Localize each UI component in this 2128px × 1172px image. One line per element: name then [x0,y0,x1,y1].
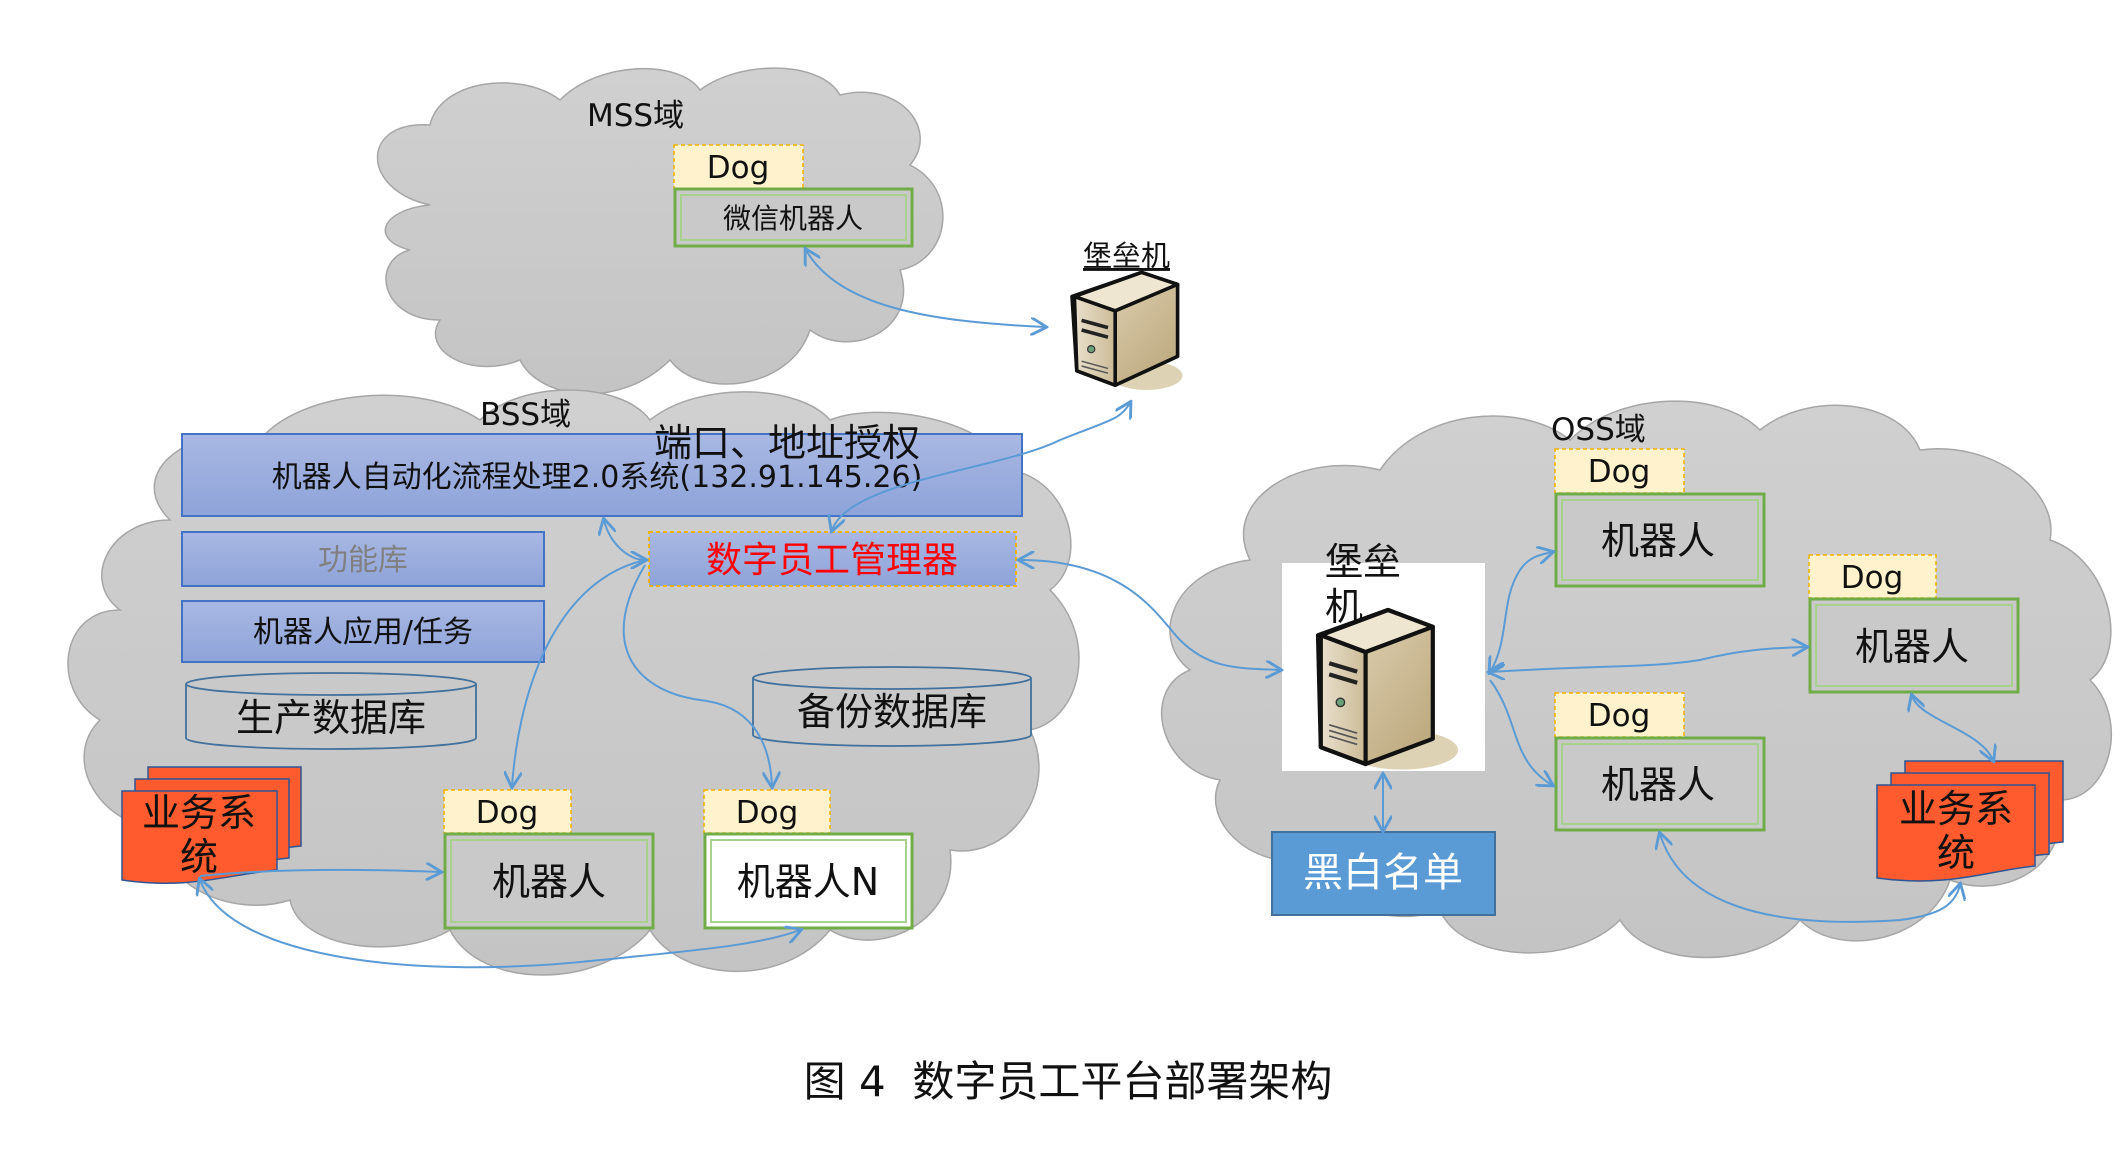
function-library-label: 功能库 [318,543,408,578]
mss-dog-label: Dog [707,150,770,186]
bss-dog-label-1: Dog [476,795,539,831]
arrow-biz-to-robotN [200,880,800,969]
blacklist-label: 黑白名单 [1303,850,1463,896]
arrow-system-to-manager [604,520,645,560]
backup-db-cylinder [752,666,1032,747]
oss-business-system-label-line1: 业务系 [1899,787,2013,831]
oss-robot-label-1: 机器人 [1601,519,1715,563]
digital-employee-manager-box [648,531,1017,587]
function-library-box [181,531,545,587]
digital-employee-manager-label: 数字员工管理器 [706,540,958,581]
oss-dog-box-1 [1554,448,1685,494]
bss-robot-label-n: 机器人N [737,860,879,904]
bss-robot-label-1: 机器人 [492,860,606,904]
arrow-biz-to-robot1 [199,870,440,876]
robot-app-task-box [181,600,545,663]
arrow-oss-robot2-to-biz [1912,696,1993,760]
blacklist-box [1271,831,1496,916]
oss-robot-label-3: 机器人 [1601,763,1715,807]
wechat-robot-label: 微信机器人 [723,202,863,235]
oss-dog-box-3 [1554,692,1685,738]
production-db-cylinder [185,672,477,750]
bss-domain-label: BSS域 [480,397,571,433]
production-db-label: 生产数据库 [236,696,426,740]
arrow-manager-to-bastion [832,403,1130,530]
oss-business-system-label-line2: 统 [1937,831,1975,875]
arrow-manager-to-robotN [622,564,772,786]
oss-robot-box-1 [1554,492,1766,588]
port-address-auth-label: 端口、地址授权 [654,421,920,465]
backup-db-label: 备份数据库 [797,690,987,734]
oss-dog-box-2 [1808,554,1937,599]
robot-app-task-label: 机器人应用/任务 [253,615,473,650]
oss-dog-label-3: Dog [1588,698,1651,734]
oss-robot-box-3 [1554,736,1766,832]
bss-business-system-docs [121,766,302,884]
bss-business-system-label-line1: 业务系 [142,791,256,835]
bss-dog-box-1 [443,789,572,834]
arrow-bastion-to-oss-robot2 [1490,647,1806,672]
arrow-oss-robot3-to-biz [1660,834,1960,923]
oss-bastion-server-icon [1315,607,1458,770]
figure-caption: 图 4 数字员工平台部署架构 [804,1057,1333,1106]
arrow-manager-to-robot1 [512,559,646,786]
arrow-manager-to-oss-bastion [1020,560,1280,670]
oss-robot-label-2: 机器人 [1855,625,1969,669]
rpa-system-label: 机器人自动化流程处理2.0系统(132.91.145.26) [272,460,923,495]
oss-dog-label-1: Dog [1588,454,1651,490]
oss-dog-label-2: Dog [1841,560,1904,596]
top-bastion-server-icon [1070,270,1183,390]
top-bastion-label: 堡垒机 [1083,239,1170,273]
arrow-bastion-to-oss-robot3 [1489,679,1552,785]
mss-domain-label: MSS域 [587,98,684,134]
arrow-wechat-to-bastion [806,250,1045,327]
oss-bastion-label-line2: 机 [1325,585,1363,629]
mss-dog-box [673,144,804,190]
bss-dog-label-n: Dog [736,795,799,831]
oss-domain-label: OSS域 [1551,412,1646,448]
connectors [199,250,1993,969]
wechat-robot-box [673,187,914,248]
oss-robot-box-2 [1808,597,2020,694]
bss-dog-box-n [703,789,831,834]
bss-business-system-label-line2: 统 [180,835,218,879]
oss-bastion-label-line1: 堡垒 [1325,540,1401,584]
